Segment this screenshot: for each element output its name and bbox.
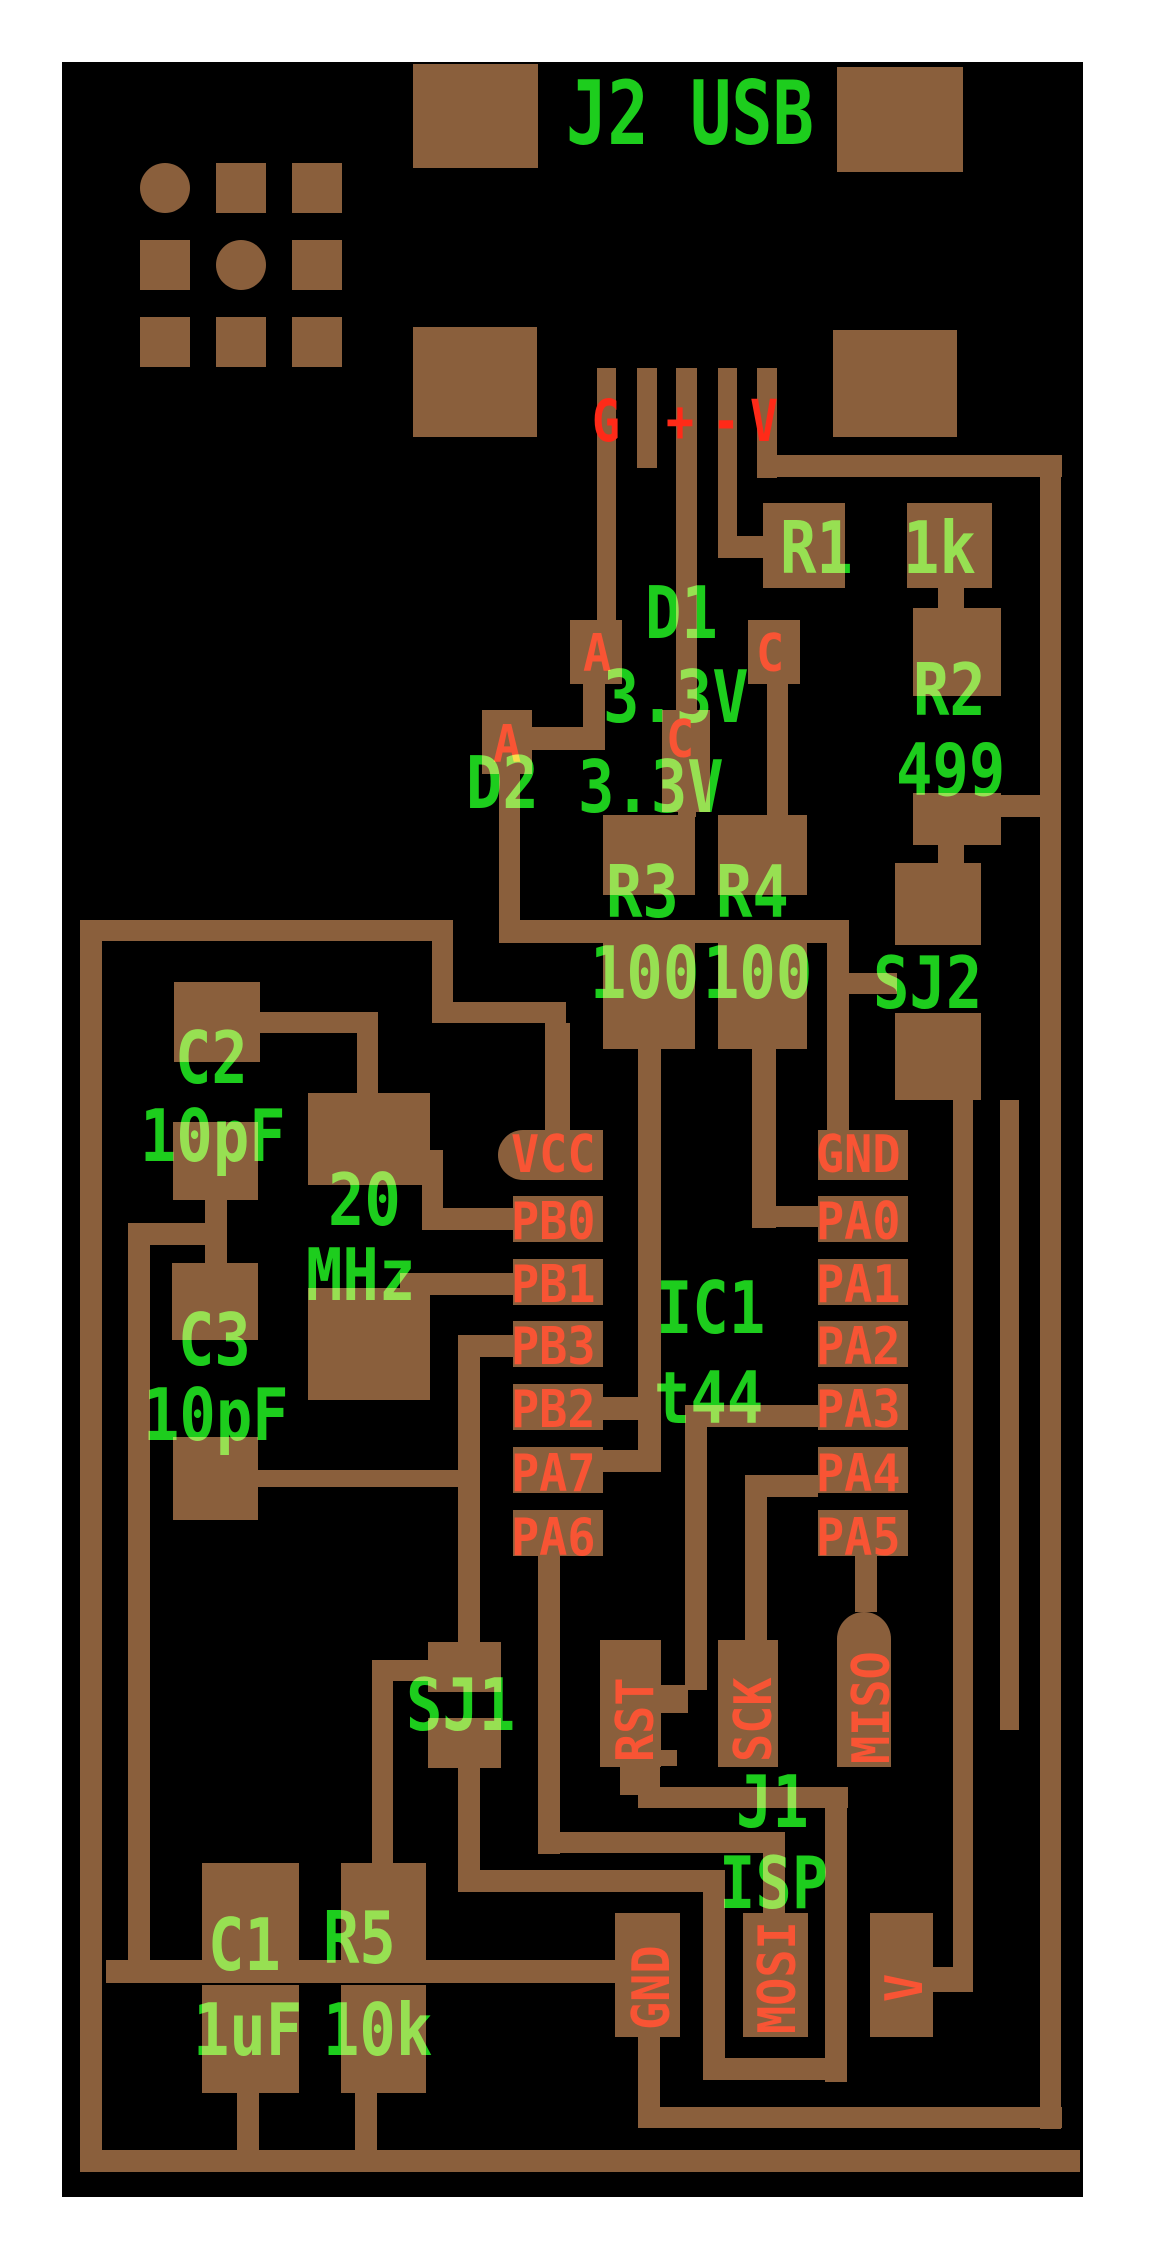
label-xtal-value2: MHz: [306, 1233, 416, 1317]
label-c1: C1: [208, 1903, 281, 1987]
ic1-pin-pa3: PA3: [816, 1380, 901, 1440]
usb-pin-v: V: [750, 387, 778, 455]
ic1-pin-pa7: PA7: [511, 1444, 596, 1504]
usb-pin-minus: -: [712, 387, 740, 455]
ic1-pin-pa2: PA2: [816, 1317, 901, 1377]
label-c3: C3: [178, 1298, 251, 1382]
label-r3-value: 100: [590, 931, 700, 1015]
label-r4-value: 100: [703, 931, 813, 1015]
label-d2-cathode: C: [666, 710, 695, 770]
isp-pad-sck: SCK: [724, 1677, 784, 1762]
label-r5-value: 10k: [323, 1988, 433, 2072]
isp-pad-rst: RST: [606, 1677, 666, 1762]
label-d2: D2: [466, 741, 539, 825]
label-c1-value: 1uF: [193, 1988, 303, 2072]
ic1-pin-pa1: PA1: [816, 1255, 901, 1315]
ic1-pin-pb2: PB2: [511, 1380, 596, 1440]
label-r1-value: 1k: [903, 506, 976, 590]
label-sj2: SJ2: [873, 941, 983, 1025]
ic1-pin-pb3: PB3: [511, 1317, 596, 1377]
label-r2-value: 499: [896, 728, 1006, 812]
label-c2: C2: [175, 1016, 248, 1100]
ic1-pin-pb1: PB1: [511, 1255, 596, 1315]
label-c2-value: 10pF: [140, 1094, 286, 1178]
ic1-pin-gnd: GND: [816, 1125, 901, 1185]
label-c3-value: 10pF: [143, 1373, 289, 1457]
label-ic1: IC1: [656, 1266, 766, 1350]
label-r3: R3: [606, 850, 679, 934]
ic1-pin-pa4: PA4: [816, 1444, 901, 1504]
label-ic1-value: t44: [654, 1356, 764, 1440]
ic1-pin-pb0: PB0: [511, 1192, 596, 1252]
label-r1: R1: [780, 506, 853, 590]
label-r2: R2: [913, 648, 986, 732]
isp-pad-gnd: GND: [622, 1945, 682, 2030]
ic1-pin-pa6: PA6: [511, 1508, 596, 1568]
label-r5: R5: [323, 1896, 396, 1980]
label-d1-value: 3.3V: [603, 655, 749, 739]
label-j1: J1: [736, 1760, 809, 1844]
label-j1-value: ISP: [719, 1841, 829, 1925]
label-j2-usb: J2 USB: [566, 62, 814, 165]
usb-pin-g: G: [592, 387, 620, 455]
isp-pad-mosi: MOSI: [748, 1921, 808, 2034]
ic1-pin-vcc: VCC: [511, 1125, 596, 1185]
ic1-pin-pa5: PA5: [816, 1508, 901, 1568]
label-d1-anode: A: [583, 624, 612, 684]
ic1-pin-pa0: PA0: [816, 1192, 901, 1252]
label-d2-value: 3.3V: [578, 745, 724, 829]
label-d2-anode: A: [493, 715, 522, 775]
isp-pad-v: V: [875, 1973, 935, 2002]
label-d1: D1: [645, 571, 718, 655]
label-sj1: SJ1: [406, 1663, 516, 1747]
label-d1-cathode: C: [756, 624, 785, 684]
label-r4: R4: [716, 850, 789, 934]
label-xtal-value1: 20: [328, 1158, 401, 1242]
usb-pin-plus: +: [666, 387, 694, 455]
isp-pad-miso: MISO: [842, 1651, 902, 1764]
